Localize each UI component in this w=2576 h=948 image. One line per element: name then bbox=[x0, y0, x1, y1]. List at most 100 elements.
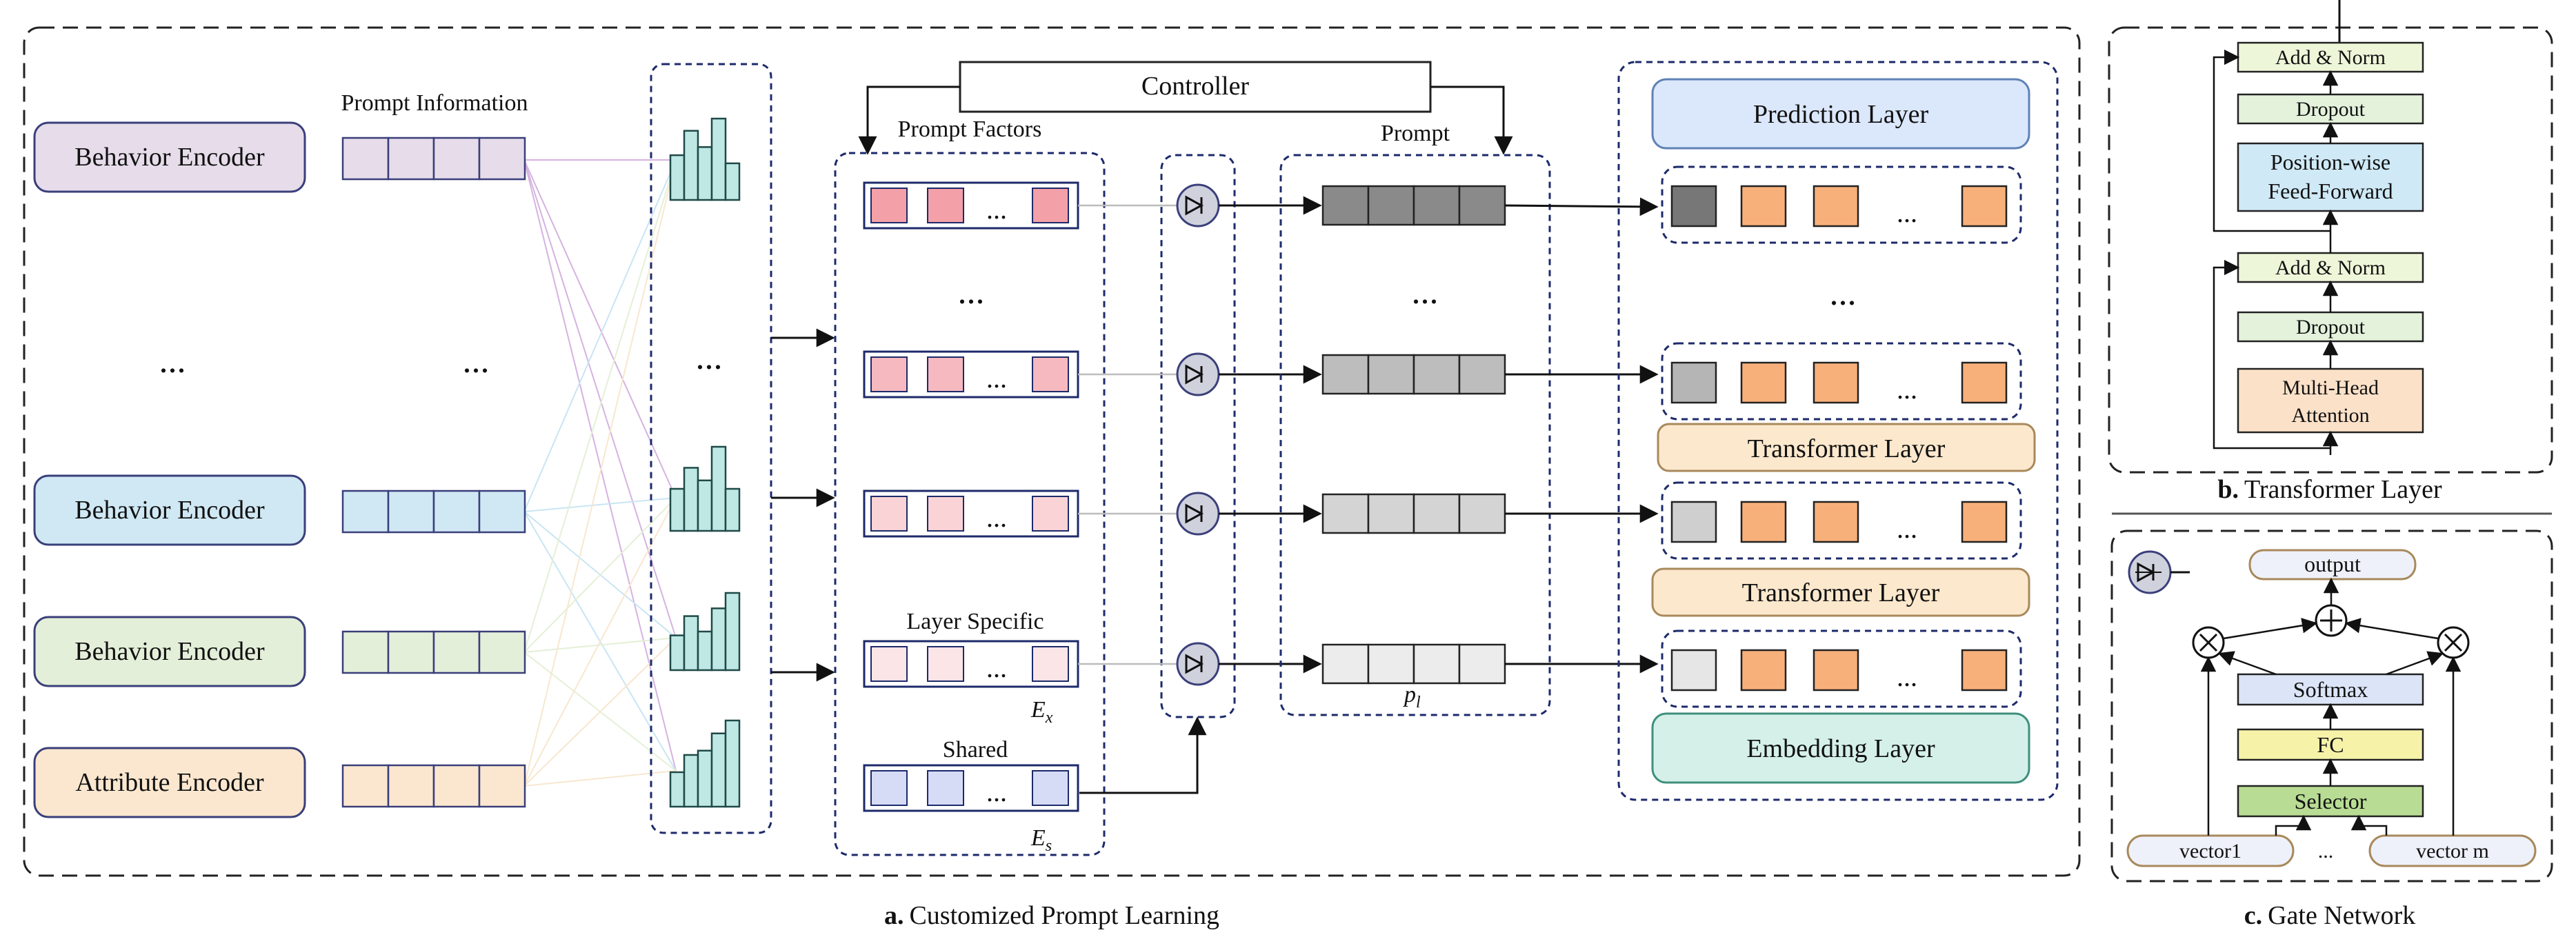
transformer-layer-label-1: Transformer Layer bbox=[1748, 434, 1946, 463]
prompt-cell-3-2 bbox=[1367, 493, 1415, 534]
factor-cell-4-3 bbox=[1032, 646, 1069, 682]
encoder-label-3: Behavior Encoder bbox=[74, 637, 265, 666]
token-prompt-cell-1 bbox=[1670, 185, 1717, 228]
prompt-information-bars bbox=[341, 137, 526, 808]
panel-b-caption: b.Transformer Layer bbox=[2217, 475, 2442, 504]
token-ellipsis-1: ... bbox=[1897, 197, 1917, 228]
selector-label: Selector bbox=[2295, 789, 2367, 814]
prompt-cell-1-4 bbox=[1458, 185, 1506, 226]
ffn-label-line2: Feed-Forward bbox=[2268, 179, 2393, 203]
encoder-box-3 bbox=[33, 616, 306, 687]
vector-ellipsis: ... bbox=[2318, 840, 2334, 863]
prompt-info-cell-1-2 bbox=[387, 137, 435, 181]
add-norm-label-bottom: Add & Norm bbox=[2275, 256, 2386, 279]
factor-cell-5-2 bbox=[927, 770, 964, 806]
factor-cell-3-3 bbox=[1032, 496, 1069, 532]
factor-cell-1-1 bbox=[870, 188, 908, 223]
gate-network-diagram: output Softmax FC Selector vector1 ... v… bbox=[2126, 549, 2537, 867]
factor-cell-1-2 bbox=[927, 188, 964, 223]
gate-triangle-3 bbox=[1185, 503, 1204, 524]
token-ellipsis-2: ... bbox=[1897, 374, 1917, 405]
prompt-cell-3-3 bbox=[1412, 493, 1461, 534]
token-cell-3-2 bbox=[1813, 501, 1859, 543]
prompt-title: Prompt bbox=[1381, 121, 1450, 146]
prompt-math: pl bbox=[1403, 682, 1421, 712]
transformer-layer-box-2 bbox=[1651, 567, 2030, 617]
prompt-cell-1-2 bbox=[1367, 185, 1415, 226]
mha-label-line1: Multi-Head bbox=[2282, 376, 2379, 399]
histogram-group-frame bbox=[650, 63, 772, 834]
histogram-1-bar-5 bbox=[724, 162, 741, 201]
histogram-4-bar-4 bbox=[710, 732, 727, 808]
factor-cell-4-2 bbox=[927, 646, 964, 682]
prompt-ellipsis: ... bbox=[1412, 272, 1439, 312]
prompt-factors-ellipsis: ... bbox=[958, 272, 985, 312]
histogram-3-bar-4 bbox=[710, 607, 727, 672]
encoder-label-4: Attribute Encoder bbox=[75, 768, 264, 797]
factor-cell-2-3 bbox=[1032, 356, 1069, 392]
histogram-2-bar-1 bbox=[669, 487, 686, 532]
gate-column-frame bbox=[1160, 154, 1236, 718]
histogram-2-bar-4 bbox=[710, 445, 727, 532]
prompt-info-cell-3-2 bbox=[387, 630, 435, 674]
token-row-frame-4 bbox=[1661, 629, 2022, 708]
panel-c-frame bbox=[2110, 530, 2553, 883]
factor-cell-5-3 bbox=[1032, 770, 1069, 806]
prompt-cell-4-2 bbox=[1367, 643, 1415, 685]
output-label: output bbox=[2304, 552, 2361, 576]
encoder-label-1: Behavior Encoder bbox=[74, 143, 265, 172]
multiply-node-left bbox=[2192, 626, 2225, 659]
token-cell-1-1 bbox=[1740, 185, 1787, 228]
token-cell-4-3 bbox=[1961, 649, 2008, 692]
controller-label: Controller bbox=[1141, 72, 1250, 101]
histogram-1-bar-2 bbox=[683, 130, 699, 201]
histogram-2-bar-3 bbox=[697, 479, 713, 532]
factor-cell-2-1 bbox=[870, 356, 908, 392]
prediction-layer-label: Prediction Layer bbox=[1753, 100, 1929, 129]
prompt-info-cell-4-1 bbox=[341, 764, 390, 808]
stack-ellipsis: ... bbox=[1830, 274, 1857, 313]
histogram-3-bar-3 bbox=[697, 630, 713, 672]
token-cell-4-2 bbox=[1813, 649, 1859, 692]
prompt-info-cell-1-3 bbox=[432, 137, 481, 181]
prompt-factors-frame bbox=[834, 152, 1106, 856]
prompt-info-cell-2-1 bbox=[341, 490, 390, 534]
histogram-3-bar-2 bbox=[683, 615, 699, 672]
dropout-label-top: Dropout bbox=[2296, 98, 2366, 121]
transformer-block-diagram: Add & Norm Dropout Position-wise Feed-Fo… bbox=[2213, 41, 2424, 455]
histogram-1-bar-3 bbox=[697, 146, 713, 201]
token-cell-2-1 bbox=[1740, 361, 1787, 404]
shared-label: Shared bbox=[943, 737, 1008, 763]
factor-cell-4-1 bbox=[870, 646, 908, 682]
softmax-label: Softmax bbox=[2293, 677, 2368, 702]
token-ellipsis-4: ... bbox=[1897, 661, 1917, 692]
prompt-info-cell-4-3 bbox=[432, 764, 481, 808]
prompt-rows bbox=[1321, 185, 1659, 685]
prompt-cell-1-1 bbox=[1321, 185, 1370, 226]
prompt-info-cell-4-4 bbox=[478, 764, 526, 808]
factor-cell-ellipsis-4: ... bbox=[986, 652, 1007, 683]
gate-circle-1 bbox=[1176, 183, 1220, 228]
prompt-frame bbox=[1279, 154, 1551, 716]
embedding-layer-label: Embedding Layer bbox=[1746, 734, 1935, 763]
histogram-1-bar-4 bbox=[710, 117, 727, 201]
encoder-ellipsis: ... bbox=[159, 341, 186, 381]
histogram-4-bar-2 bbox=[683, 754, 699, 808]
token-cell-2-2 bbox=[1813, 361, 1859, 404]
gate-symbol-legend bbox=[2128, 550, 2190, 594]
prompt-factor-rows: ............... bbox=[863, 181, 1079, 812]
dropout-label-bottom: Dropout bbox=[2296, 316, 2366, 339]
mha-label-line2: Attention bbox=[2291, 404, 2369, 427]
panel-a-frame bbox=[23, 26, 2081, 877]
hist-to-factors-arrows bbox=[771, 328, 835, 682]
embedding-layer-box bbox=[1651, 712, 2030, 784]
gate-circle-3 bbox=[1176, 492, 1220, 536]
panel-c-caption: c.Gate Network bbox=[2244, 901, 2416, 930]
add-norm-label-top: Add & Norm bbox=[2275, 46, 2386, 69]
selector-box bbox=[2237, 785, 2424, 818]
token-prompt-cell-2 bbox=[1670, 361, 1717, 404]
token-prompt-cell-3 bbox=[1670, 501, 1717, 543]
factor-cell-ellipsis-5: ... bbox=[986, 776, 1007, 807]
histogram-2-bar-2 bbox=[683, 467, 699, 532]
